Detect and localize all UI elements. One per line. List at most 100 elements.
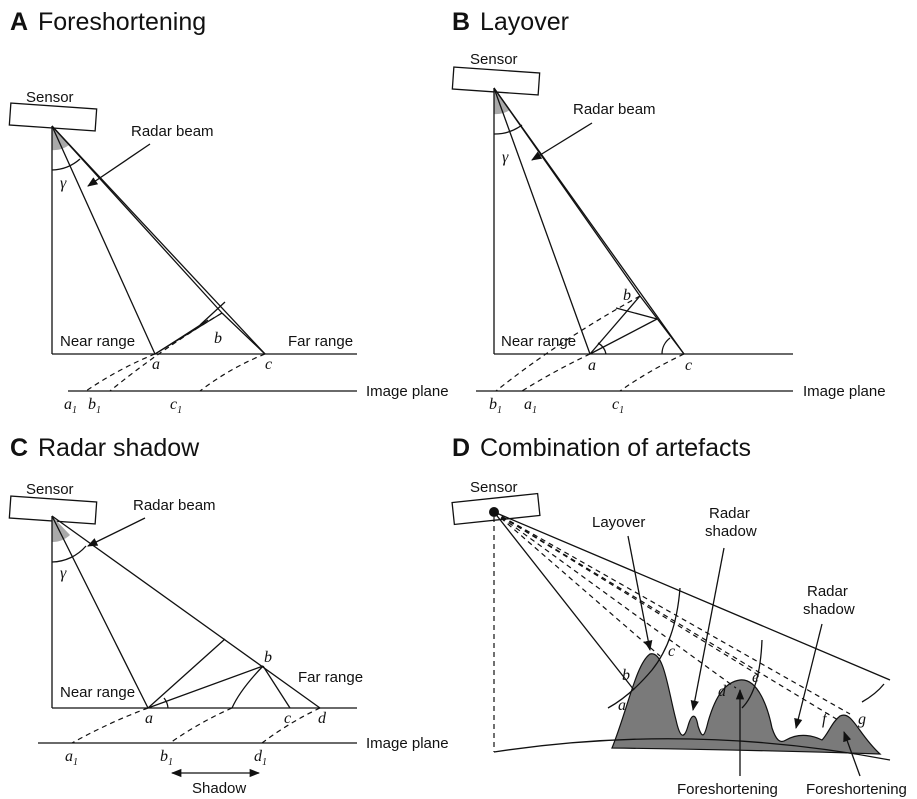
panel-a-img-b1: b1 <box>88 396 101 416</box>
panel-c-beam-label: Radar beam <box>133 497 216 514</box>
panel-b-slope-angle-a <box>597 342 607 355</box>
panel-d-layover-arrow <box>627 535 653 652</box>
panel-d-dash-e <box>493 511 761 677</box>
panel-a-beam-arc <box>51 158 81 171</box>
panel-a-ray-c <box>51 125 266 355</box>
panel-b-gamma: γ <box>502 149 509 166</box>
panel-a-img-a1: a1 <box>64 396 77 416</box>
panel-a-beam-arrow <box>87 143 151 187</box>
panel-a-point-b: b <box>214 330 222 347</box>
panel-c-slope-ab <box>147 665 264 709</box>
panel-c-img-b1: b1 <box>160 748 173 768</box>
panel-b-title: Layover <box>480 8 569 36</box>
panel-d-shadow2-line2: shadow <box>803 601 855 618</box>
panel-a-point-a: a <box>152 356 160 373</box>
panel-b-img-b1: b1 <box>489 396 502 416</box>
panel-c-look-angle <box>52 516 70 543</box>
panel-a-look-angle <box>52 126 69 151</box>
panel-a-letter: A <box>10 8 28 36</box>
panel-a-gamma: γ <box>60 175 67 192</box>
panel-d-dash-c <box>493 511 661 657</box>
panel-c-far-range: Far range <box>298 669 363 686</box>
panel-c-sensor-label: Sensor <box>26 481 74 498</box>
panel-c-img-a1: a1 <box>65 748 78 768</box>
panel-b-point-b: b <box>623 287 631 304</box>
panel-c-point-a: a <box>145 710 153 727</box>
panel-b-near-range: Near range <box>501 333 576 350</box>
panel-c-ray-a <box>51 515 149 709</box>
panel-d-arc-3 <box>861 683 885 703</box>
panel-b-img-a1: a1 <box>524 396 537 416</box>
panel-c-point-b: b <box>264 649 272 666</box>
panel-d-title: Combination of artefacts <box>480 434 751 462</box>
panel-b-proj-b <box>495 295 641 392</box>
panel-d-point-f: f <box>822 711 829 728</box>
panel-d-point-g: g <box>858 711 866 728</box>
panel-d-point-b: b <box>622 667 630 684</box>
panel-b-ray-a <box>493 87 591 355</box>
panel-a-sensor-label: Sensor <box>26 89 74 106</box>
panel-a-range-arc <box>154 319 209 355</box>
panel-b-proj-c <box>619 353 685 392</box>
panel-b-image-plane-label: Image plane <box>803 383 886 400</box>
panel-d-point-c: c <box>668 643 675 660</box>
panel-c-point-c: c <box>284 710 291 727</box>
panel-c-point-d: d <box>318 710 327 727</box>
panel-d-fore2-arrow <box>843 731 861 777</box>
panel-a-img-c1: c1 <box>170 396 182 416</box>
panel-d-letter: D <box>452 434 470 462</box>
panel-d-point-d: d <box>718 683 727 700</box>
panel-c-beam-arrow <box>87 517 146 547</box>
panel-a-proj-a <box>85 353 156 392</box>
panel-a-near-range: Near range <box>60 333 135 350</box>
panel-d-ray-b <box>493 511 635 691</box>
panel-c-beam-arc <box>51 545 87 563</box>
panel-b-img-c1: c1 <box>612 396 624 416</box>
panel-a-wavefront <box>199 301 226 326</box>
panel-d-fore1-label: Foreshortening <box>677 781 778 798</box>
panel-b-point-c: c <box>685 357 692 374</box>
panel-b-proj-a <box>521 353 591 392</box>
panel-b-wavefront-2 <box>589 318 658 355</box>
panel-b-beam-label: Radar beam <box>573 101 656 118</box>
panel-c-shadow-label: Shadow <box>192 780 246 797</box>
panel-b-slope-ab <box>589 295 641 355</box>
panel-d-point-e: e <box>752 669 759 686</box>
panel-a-far-range: Far range <box>288 333 353 350</box>
panel-b-point-a: a <box>588 357 596 374</box>
panel-d-arc-1 <box>607 587 681 709</box>
panel-a-proj-b <box>109 312 223 392</box>
panel-d-shadow1-line2: shadow <box>705 523 757 540</box>
panel-d-shadow1-arrow <box>690 547 725 712</box>
panel-b-sensor-label: Sensor <box>470 51 518 68</box>
panel-a-foreshortening: A Foreshortening Sensor γ Radar beam Nea… <box>8 8 449 416</box>
panel-a-title: Foreshortening <box>38 8 206 36</box>
panel-d-dash-g <box>493 511 851 715</box>
panel-d-dash-f <box>493 511 839 721</box>
panel-c-proj-a <box>71 707 149 744</box>
panel-b-slope-bc <box>639 295 685 355</box>
panel-c-slope-angle <box>163 697 169 709</box>
panel-c-range-arc <box>231 665 264 709</box>
panel-b-ray-c <box>493 87 685 355</box>
panel-c-proj-b <box>169 707 233 744</box>
panel-a-slope-bc <box>221 312 266 355</box>
panel-d-shadow1-line1: Radar <box>709 505 750 522</box>
panel-c-radar-shadow: C Radar shadow Sensor γ Radar beam Near … <box>8 434 449 797</box>
panel-d-sensor-label: Sensor <box>470 479 518 496</box>
panel-b-letter: B <box>452 8 470 36</box>
panel-a-ray-a <box>51 125 156 355</box>
panel-c-ray-grazing <box>51 515 321 709</box>
panel-c-img-d1: d1 <box>254 748 267 768</box>
panel-d-point-a: a <box>618 697 626 714</box>
panel-b-beam-arrow <box>531 122 593 161</box>
panel-b-wavefront-1 <box>615 307 658 320</box>
panel-d-shadow2-line1: Radar <box>807 583 848 600</box>
panel-a-image-plane-label: Image plane <box>366 383 449 400</box>
panel-c-slope-bc <box>262 665 291 709</box>
panel-b-slope-angle-c <box>661 337 671 355</box>
panel-d-earth-surface <box>493 738 891 761</box>
panel-c-title: Radar shadow <box>38 434 200 462</box>
panel-c-letter: C <box>10 434 28 462</box>
panel-c-wavefront <box>147 638 226 709</box>
